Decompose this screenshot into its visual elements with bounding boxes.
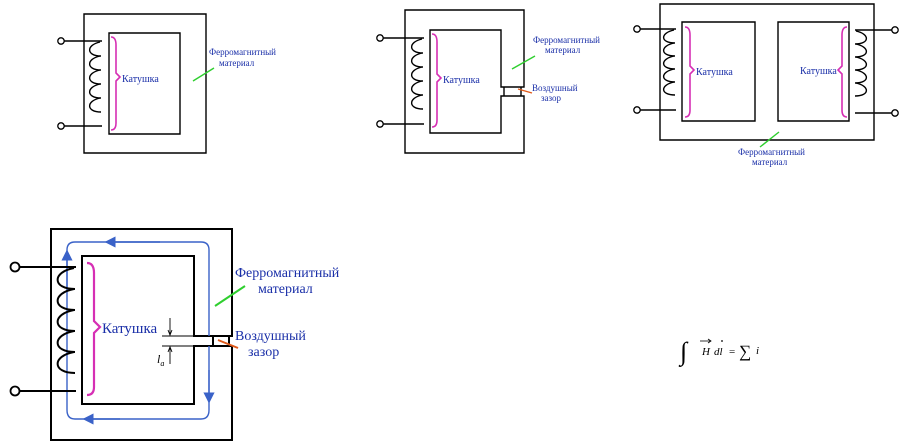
current-symbol: i	[756, 345, 759, 357]
material-label-4b: материал	[258, 282, 313, 297]
element-dot	[721, 340, 723, 342]
diagram-gap-flux-path: Катушка la Ферромагнитный материал Возду…	[9, 228, 340, 441]
material-pointer-2	[511, 55, 536, 70]
coil-label-3-right: Катушка	[800, 66, 837, 77]
terminal-3c	[891, 26, 899, 34]
terminal-4b	[9, 385, 21, 397]
coil-label-2: Катушка	[443, 75, 480, 86]
terminal-3b	[633, 106, 641, 114]
diagram-two-coil-core: Катушка Катушка Ферромагнитный материал	[633, 3, 899, 167]
material-label-3a: Ферромагнитный	[738, 147, 805, 157]
integral-sign: ∫	[678, 337, 689, 367]
gap-dimension-4	[162, 318, 194, 364]
field-symbol: H	[701, 346, 711, 358]
core-3	[659, 3, 875, 141]
material-pointer-3	[759, 131, 780, 148]
material-label-3b: материал	[752, 157, 788, 167]
gap-pointer-2	[517, 88, 533, 94]
terminal-1b	[57, 122, 65, 130]
terminal-4a	[9, 261, 21, 273]
coil-label-4: Катушка	[102, 321, 158, 337]
material-label-1b: материал	[219, 58, 255, 68]
material-label-1a: Ферромагнитный	[209, 47, 276, 57]
sum-sign: ∑	[739, 342, 751, 361]
coil-brace-4	[86, 261, 102, 397]
coil-brace-3-left	[684, 26, 696, 118]
gap-label-2a: Воздушный	[532, 83, 578, 93]
material-pointer-1	[192, 67, 215, 82]
coil-label-3-left: Катушка	[696, 67, 733, 78]
core-2	[404, 9, 525, 154]
material-label-2a: Ферромагнитный	[533, 35, 600, 45]
coil-brace-3-right	[836, 26, 848, 118]
coil-4	[18, 266, 76, 392]
field-vector-arrow-head	[707, 338, 712, 344]
diagram-core-with-gap: Катушка Ферромагнитный материал Воздушны…	[376, 9, 600, 154]
terminal-2a	[376, 34, 384, 42]
diagram-simple-core: Катушка Ферромагнитный материал	[57, 13, 276, 154]
material-label-4a: Ферромагнитный	[235, 266, 340, 281]
gap-label-4a: Воздушный	[235, 329, 306, 344]
coil-1	[64, 40, 102, 127]
equals-sign: =	[729, 346, 735, 358]
coil-3-right	[854, 29, 892, 114]
material-pointer-4	[214, 285, 246, 307]
material-label-2b: материал	[545, 45, 581, 55]
gap-label-4b: зазор	[248, 345, 279, 360]
core-1	[83, 13, 207, 154]
gap-length-label: la	[157, 352, 164, 368]
coil-brace-2	[431, 33, 443, 128]
element-symbol: dl	[714, 346, 723, 358]
coil-brace-1	[110, 36, 122, 131]
coil-label-1: Катушка	[122, 74, 159, 85]
ampere-law-formula: ∫ H dl = ∑ i	[678, 337, 759, 367]
coil-3-left	[640, 28, 676, 111]
terminal-3d	[891, 109, 899, 117]
gap-label-2b: зазор	[541, 93, 562, 103]
gap-pointer-4	[217, 339, 239, 349]
terminal-3a	[633, 25, 641, 33]
terminal-1a	[57, 37, 65, 45]
terminal-2b	[376, 120, 384, 128]
coil-2	[383, 37, 424, 125]
